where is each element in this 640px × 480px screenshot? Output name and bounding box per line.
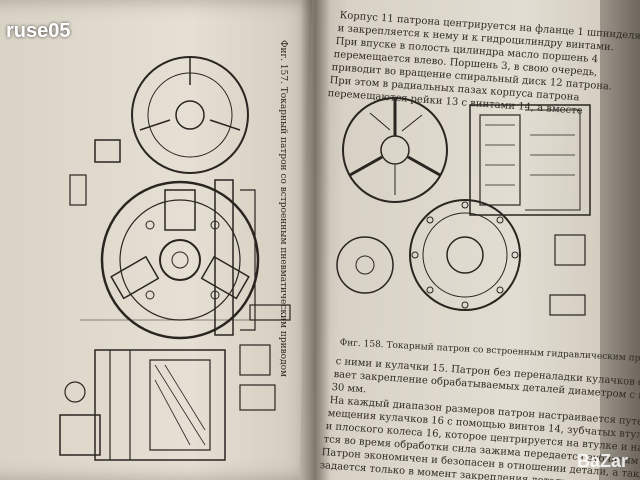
right-page-drawing	[336, 97, 591, 316]
book-cover-edge	[600, 0, 640, 480]
brand-logo: ruse05	[6, 20, 71, 42]
watermark-logo: BaZar	[576, 451, 628, 471]
left-page	[0, 0, 320, 480]
book-spine	[300, 0, 330, 480]
left-page-caption: Фиг. 157. Токарный патрон со встроенным …	[278, 40, 288, 378]
text-line: 30 мм.	[331, 382, 367, 396]
left-page-drawing	[59, 56, 291, 461]
